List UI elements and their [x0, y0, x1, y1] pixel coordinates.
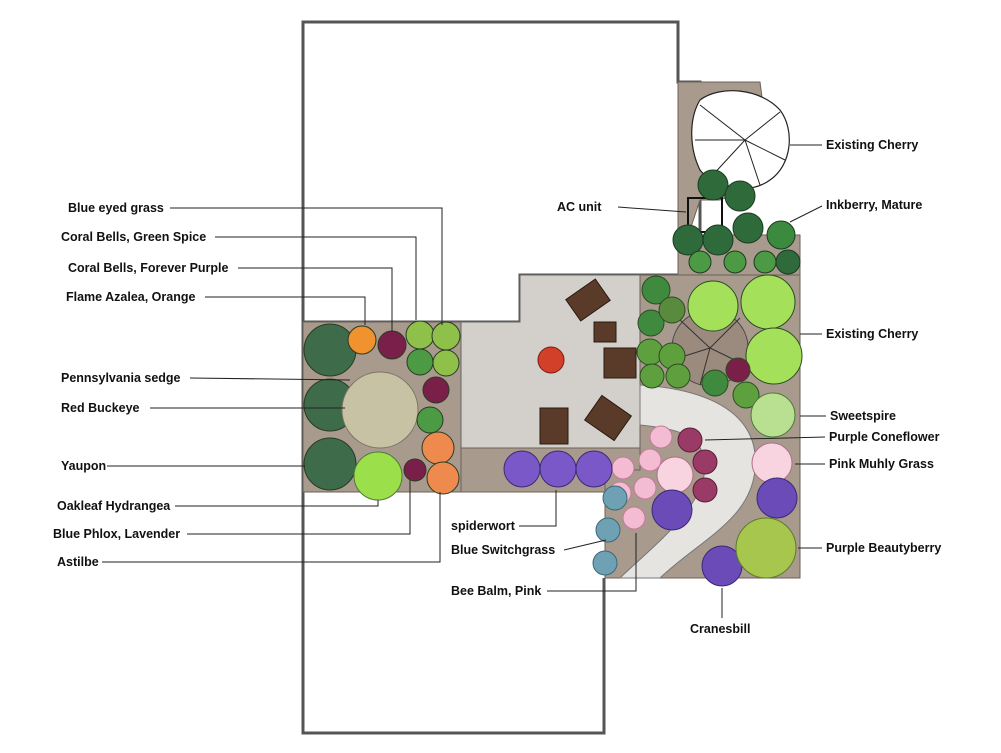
label-pennsylvania-sedge: Pennsylvania sedge	[61, 371, 181, 385]
muhly-group	[656, 442, 793, 494]
cranesbill-group	[651, 477, 798, 587]
label-inkberry: Inkberry, Mature	[826, 198, 922, 212]
label-ac-unit: AC unit	[557, 200, 602, 214]
label-red-buckeye: Red Buckeye	[61, 401, 140, 415]
spiderwort-group	[592, 485, 628, 576]
purple-beautyberry-icon	[735, 517, 797, 579]
label-yaupon: Yaupon	[61, 459, 106, 473]
label-purple-coneflower: Purple Coneflower	[829, 430, 940, 444]
label-blue-eyed-grass: Blue eyed grass	[68, 201, 164, 215]
coneflower-group	[677, 427, 718, 503]
label-cranesbill: Cranesbill	[690, 622, 750, 636]
label-sweetspire: Sweetspire	[830, 409, 896, 423]
label-bee-balm: Bee Balm, Pink	[451, 584, 541, 598]
label-astilbe: Astilbe	[57, 555, 99, 569]
existing-cherry-top-icon	[691, 90, 790, 190]
sweetspire-icon	[750, 392, 796, 438]
inkberry-group	[672, 169, 801, 275]
cherry-area-shrubs	[636, 274, 803, 409]
bee-balm-group	[608, 425, 673, 530]
label-blue-phlox: Blue Phlox, Lavender	[53, 527, 180, 541]
label-coral-forever-purple: Coral Bells, Forever Purple	[68, 261, 229, 275]
label-oakleaf-hydrangea: Oakleaf Hydrangea	[57, 499, 171, 513]
label-purple-beautyberry: Purple Beautyberry	[826, 541, 941, 555]
label-spiderwort: spiderwort	[451, 519, 516, 533]
label-coral-green-spice: Coral Bells, Green Spice	[61, 230, 206, 244]
label-pink-muhly: Pink Muhly Grass	[829, 457, 934, 471]
label-existing-cherry-top: Existing Cherry	[826, 138, 918, 152]
leader-lines	[102, 144, 826, 618]
switchgrass-group	[503, 450, 613, 488]
fire-pit-icon	[537, 346, 565, 374]
label-flame-azalea: Flame Azalea, Orange	[66, 290, 195, 304]
label-existing-cherry-mid: Existing Cherry	[826, 327, 918, 341]
patio-furniture	[539, 278, 637, 445]
label-blue-switchgrass: Blue Switchgrass	[451, 543, 555, 557]
left-bed-plants	[303, 320, 461, 501]
